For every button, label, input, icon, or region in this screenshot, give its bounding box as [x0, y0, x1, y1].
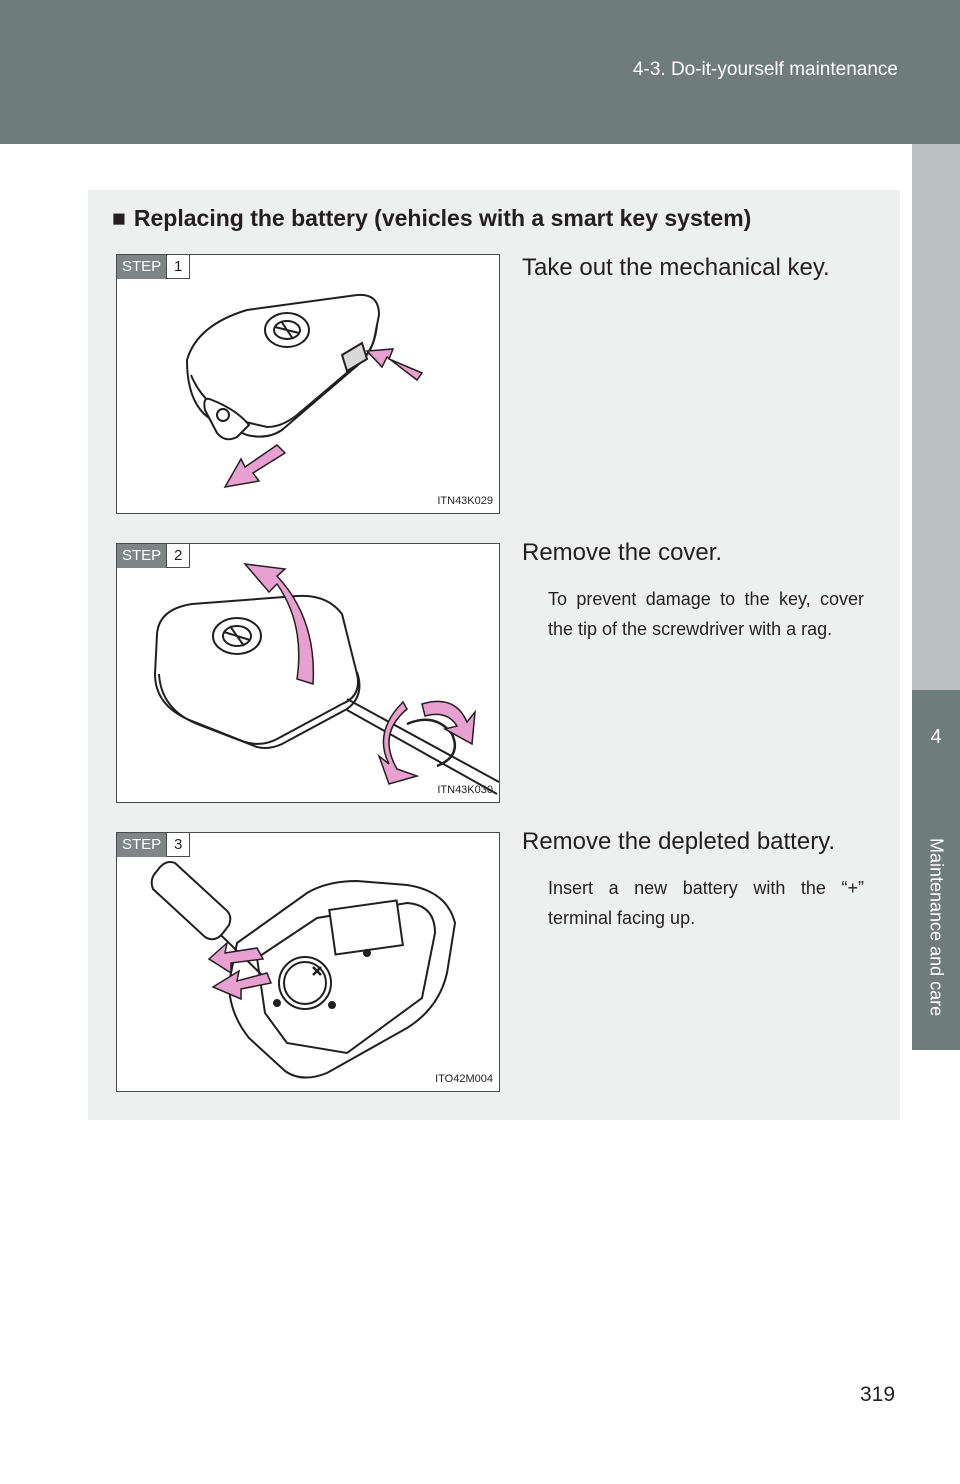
step-3-figure: STEP 3 ITO42M004 — [116, 832, 500, 1092]
step-1-instruction: Take out the mechanical key. — [522, 254, 830, 281]
step-3-badge: STEP 3 — [117, 833, 191, 857]
figure-code: ITN43K029 — [437, 495, 493, 507]
step-number: 3 — [166, 833, 191, 857]
page-number: 319 — [860, 1383, 896, 1406]
step-number: 2 — [166, 544, 191, 568]
step-number: 1 — [166, 255, 191, 279]
step-2-note: To prevent damage to the key, cover the … — [548, 589, 864, 639]
header-band — [0, 0, 960, 144]
step-1-figure: STEP 1 ITN43K029 — [116, 254, 500, 514]
figure-code: ITO42M004 — [435, 1073, 493, 1085]
header-section-title: 4-3. Do-it-yourself maintenance — [632, 59, 898, 80]
step-label: STEP — [117, 544, 167, 568]
section-title-text: Replacing the battery (vehicles with a s… — [133, 205, 752, 231]
chapter-number: 4 — [930, 726, 942, 748]
section-marker: ■ — [112, 205, 126, 231]
chapter-title: Maintenance and care — [926, 838, 947, 1017]
step-2-instruction: Remove the cover. — [522, 539, 723, 566]
smart-key-remove-cover-illustration — [153, 563, 499, 795]
step-1-badge: STEP 1 — [117, 255, 191, 279]
step-2-badge: STEP 2 — [117, 544, 191, 568]
step-3-note: Insert a new battery with the “+” termin… — [548, 878, 864, 928]
step-3-instruction: Remove the depleted battery. — [522, 828, 836, 855]
section-title: ■ Replacing the battery (vehicles with a … — [112, 205, 751, 232]
side-tab-chapter — [912, 690, 960, 1050]
step-label: STEP — [117, 255, 167, 279]
smart-key-remove-mechanical-key-illustration — [185, 293, 424, 489]
figure-code: ITN43K030 — [437, 784, 493, 796]
smart-key-remove-battery-illustration — [150, 861, 457, 1079]
step-label: STEP — [117, 833, 167, 857]
step-2-figure: STEP 2 ITN43K030 — [116, 543, 500, 803]
side-tab-light — [912, 144, 960, 690]
